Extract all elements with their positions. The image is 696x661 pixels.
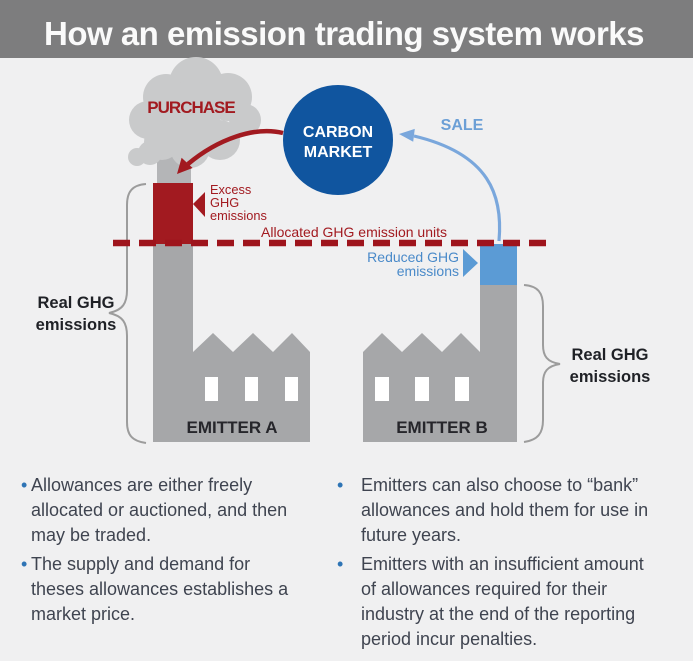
allocated-units-label: Allocated GHG emission units [261, 224, 447, 240]
carbon-market-label-line2: MARKET [304, 144, 373, 161]
chimney-b [480, 285, 517, 442]
list-item: • Emitters can also choose to “bank” all… [337, 473, 677, 548]
sale-arrow [399, 128, 502, 242]
notes-column-left: • Allowances are either freely allocated… [21, 473, 333, 627]
note-line: period incur penalties. [361, 629, 538, 649]
real-ghg-left-line2: emissions [36, 316, 117, 334]
note-line: theses allowances establishes a [31, 579, 289, 599]
carbon-market-label-line1: CARBON [303, 124, 373, 141]
reduced-label-line1: Reduced GHG [367, 249, 459, 265]
note-line: industry at the end of the reporting [361, 604, 636, 624]
sale-label: SALE [441, 117, 484, 134]
chimney-a [153, 244, 193, 442]
bullet-icon: • [337, 475, 344, 495]
list-item: • The supply and demand for theses allow… [21, 552, 333, 627]
note-line: allowances and hold them for use in [361, 500, 649, 520]
smoke-cloud-emitter-a [128, 57, 261, 168]
note-line: may be traded. [31, 525, 152, 545]
brace-left-real-ghg [108, 183, 147, 444]
page-title: How an emission trading system works [44, 15, 645, 52]
note-line: The supply and demand for [31, 554, 251, 574]
note-line: Allowances are either freely [31, 475, 253, 495]
reduced-label-line2: emissions [397, 263, 459, 279]
notes-column-right: • Emitters can also choose to “bank” all… [337, 473, 677, 652]
excess-label-line2: GHG [210, 195, 239, 210]
purchase-label: PURCHASE [147, 98, 235, 117]
excess-label-line1: Excess [210, 182, 251, 197]
emitter-a-label: EMITTER A [187, 418, 278, 437]
bullet-icon: • [337, 554, 344, 574]
factory-b-windows [375, 377, 469, 401]
factory-a-windows [205, 377, 298, 401]
excess-pointer-icon [193, 192, 205, 217]
brace-right-real-ghg [523, 284, 561, 443]
bullet-icon: • [21, 554, 28, 574]
real-ghg-right-line2: emissions [570, 368, 651, 386]
purchase-arrow [177, 128, 284, 174]
note-line: allocated or auctioned, and then [31, 500, 288, 520]
list-item: • Allowances are either freely allocated… [21, 473, 333, 548]
reduced-ghg-block [480, 244, 517, 285]
bullet-icon: • [21, 475, 28, 495]
note-line: Emitters can also choose to “bank” [361, 475, 639, 495]
carbon-market-circle [283, 85, 393, 195]
note-line: Emitters with an insufficient amount [361, 554, 644, 574]
emitter-b-label: EMITTER B [396, 418, 488, 437]
header-bar: How an emission trading system works [0, 0, 693, 58]
note-line: future years. [361, 525, 462, 545]
list-item: • Emitters with an insufficient amount o… [337, 552, 677, 652]
excess-ghg-block [153, 183, 193, 244]
note-line: of allowances required for their [361, 579, 608, 599]
real-ghg-left-line1: Real GHG [37, 294, 114, 312]
real-ghg-right-line1: Real GHG [571, 346, 648, 364]
reduced-pointer-icon [463, 249, 478, 277]
excess-label-line3: emissions [210, 208, 267, 223]
note-line: market price. [31, 604, 136, 624]
